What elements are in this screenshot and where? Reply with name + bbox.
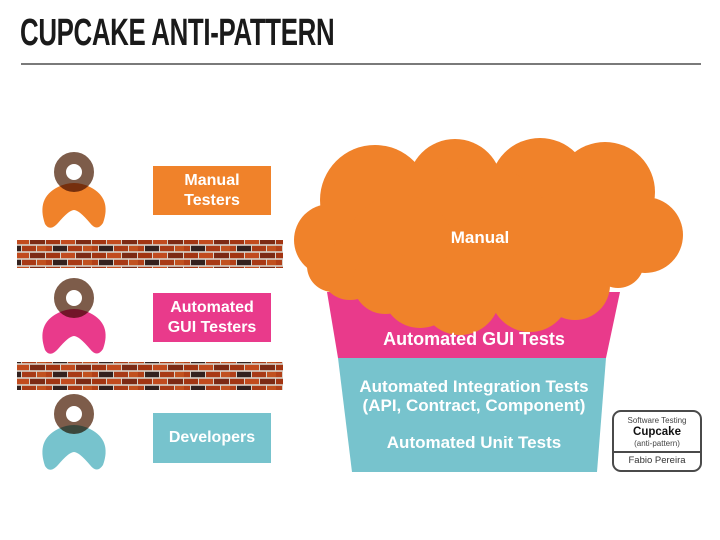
badge-author: Fabio Pereira [614, 451, 700, 470]
brick-wall-icon-bottom [17, 362, 283, 390]
badge-title-block: Software Testing Cupcake (anti-pattern) [614, 412, 700, 451]
cupcake-base-layer [338, 358, 606, 472]
frosting-label: Manual [450, 228, 510, 247]
person-icon-manual-tester [42, 152, 106, 228]
unit-tests-label: Automated Unit Tests [386, 433, 562, 452]
role-label-automated-gui-testers: Automated GUI Testers [153, 293, 271, 342]
badge-pattern-note: (anti-pattern) [634, 439, 680, 448]
gui-tests-label: Automated GUI Tests [383, 329, 565, 349]
page-title: CUPCAKE ANTI-PATTERN [20, 12, 335, 54]
brick-wall-icon-top [17, 240, 283, 268]
integration-tests-label: Automated Integration Tests (API, Contra… [359, 377, 589, 415]
badge-subtitle: Software Testing [627, 416, 687, 425]
role-label-developers: Developers [153, 413, 271, 463]
attribution-badge: Software Testing Cupcake (anti-pattern) … [612, 410, 702, 472]
title-underline [21, 63, 701, 65]
badge-title: Cupcake [633, 426, 681, 438]
person-icon-developer [42, 394, 106, 470]
role-label-manual-testers: Manual Testers [153, 166, 271, 215]
cupcake-frosting-cloud [294, 138, 683, 335]
person-icon-gui-tester [42, 278, 106, 354]
